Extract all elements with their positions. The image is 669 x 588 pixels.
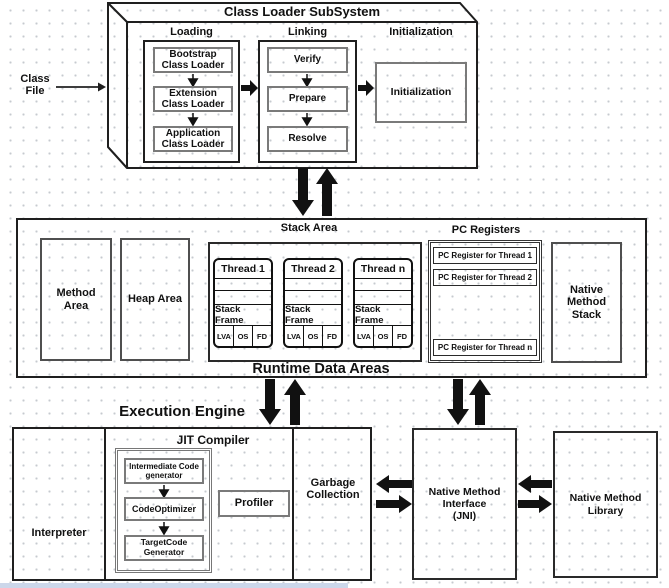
runtime-to-classloader-up-arrow	[316, 168, 338, 216]
lva-cell: LVA	[215, 326, 234, 346]
os-cell: OS	[304, 326, 323, 346]
thread-empty-row	[285, 278, 341, 290]
stack-area-label: Stack Area	[280, 222, 338, 234]
execution-to-runtime-up-arrow	[284, 379, 306, 425]
execution-engine-title: Execution Engine	[119, 403, 245, 420]
loading-to-linking-arrow	[241, 80, 258, 96]
pc-register-thread-2: PC Register for Thread 2	[433, 269, 537, 286]
stack-area-box	[208, 242, 422, 362]
thread-empty-row	[355, 290, 411, 304]
resolve-box: Resolve	[267, 126, 348, 152]
initialization-box: Initialization	[375, 62, 467, 123]
pc-registers-label: PC Registers	[451, 224, 521, 236]
verify-box: Verify	[267, 47, 348, 73]
jit-compiler-label: JIT Compiler	[176, 433, 250, 447]
code-optimizer-box: CodeOptimizer	[124, 497, 204, 521]
runtime-data-areas-box	[16, 218, 647, 378]
native-method-interface-box: Native Method Interface (JNI)	[412, 428, 517, 580]
jni-to-runtime-up-arrow	[469, 379, 491, 425]
classloader-to-runtime-down-arrow	[292, 168, 314, 216]
linking-to-initialization-arrow	[358, 80, 374, 96]
garbage-collection-label: Garbage Collection	[306, 477, 360, 502]
prepare-box: Prepare	[267, 86, 348, 112]
jni-to-gc-left-arrow	[376, 475, 412, 493]
initialization-label: Initialization	[389, 26, 453, 38]
lva-cell: LVA	[355, 326, 374, 346]
os-cell: OS	[234, 326, 253, 346]
application-class-loader-box: Application Class Loader	[153, 126, 233, 152]
library-to-jni-left-arrow	[518, 475, 552, 493]
bottom-scrollbar-strip[interactable]	[0, 583, 348, 588]
intermediate-code-generator-box: Intermediate Code generator	[124, 458, 204, 484]
heap-area-box: Heap Area	[120, 238, 190, 361]
profiler-box: Profiler	[218, 490, 290, 517]
loading-chain-arrows	[187, 74, 199, 127]
lva-cell: LVA	[285, 326, 304, 346]
execution-engine-box	[12, 427, 372, 581]
class-file-arrow	[56, 82, 106, 92]
thread-empty-row	[355, 278, 411, 290]
native-method-stack-box: Native Method Stack	[551, 242, 622, 363]
stack-frame-label: Stack Frame	[355, 304, 411, 326]
thread-name: Thread 1	[221, 263, 265, 275]
runtime-to-execution-down-arrow	[259, 379, 281, 425]
os-cell: OS	[374, 326, 393, 346]
stack-frame-cells: LVA OS FD	[355, 325, 411, 346]
thread-empty-row	[285, 290, 341, 304]
stack-frame-label: Stack Frame	[215, 304, 271, 326]
linking-chain-arrows	[301, 74, 313, 127]
runtime-to-jni-down-arrow	[447, 379, 469, 425]
runtime-data-areas-title: Runtime Data Areas	[252, 361, 390, 377]
loading-label: Loading	[170, 26, 213, 38]
linking-group-box	[258, 40, 357, 163]
extension-class-loader-box: Extension Class Loader	[153, 86, 233, 112]
thread-1-card: Thread 1 Stack Frame LVA OS FD	[213, 258, 273, 348]
linking-label: Linking	[287, 26, 328, 38]
class-file-label: Class File	[20, 73, 50, 98]
thread-empty-row	[215, 290, 271, 304]
class-loader-3d-outline	[107, 2, 478, 169]
fd-cell: FD	[397, 331, 407, 341]
jit-compiler-box	[115, 448, 212, 573]
thread-empty-row	[215, 278, 271, 290]
interpreter-label: Interpreter	[31, 527, 87, 539]
gc-to-jni-right-arrow	[376, 495, 412, 513]
pc-registers-box	[428, 240, 542, 363]
thread-n-card: Thread n Stack Frame LVA OS FD	[353, 258, 413, 348]
stack-frame-label: Stack Frame	[285, 304, 341, 326]
loading-group-box	[143, 40, 240, 163]
target-code-generator-box: TargetCode Generator	[124, 535, 204, 561]
class-loader-title: Class Loader SubSystem	[223, 4, 381, 19]
interpreter-divider	[104, 429, 106, 579]
fd-cell: FD	[257, 331, 267, 341]
thread-name: Thread n	[360, 263, 406, 275]
pc-registers-box-inner	[430, 242, 540, 361]
native-method-library-box: Native Method Library	[553, 431, 658, 578]
jit-compiler-box-inner	[117, 450, 210, 571]
garbage-collection-divider	[292, 429, 294, 579]
jit-chain-arrows	[158, 485, 170, 536]
thread-name: Thread 2	[291, 263, 335, 275]
pc-register-thread-1: PC Register for Thread 1	[433, 247, 537, 264]
bootstrap-class-loader-box: Bootstrap Class Loader	[153, 47, 233, 73]
thread-2-card: Thread 2 Stack Frame LVA OS FD	[283, 258, 343, 348]
fd-cell: FD	[327, 331, 337, 341]
pc-register-thread-n: PC Register for Thread n	[433, 339, 537, 356]
method-area-box: Method Area	[40, 238, 112, 361]
stack-frame-cells: LVA OS FD	[215, 325, 271, 346]
stack-frame-cells: LVA OS FD	[285, 325, 341, 346]
jni-to-library-right-arrow	[518, 495, 552, 513]
